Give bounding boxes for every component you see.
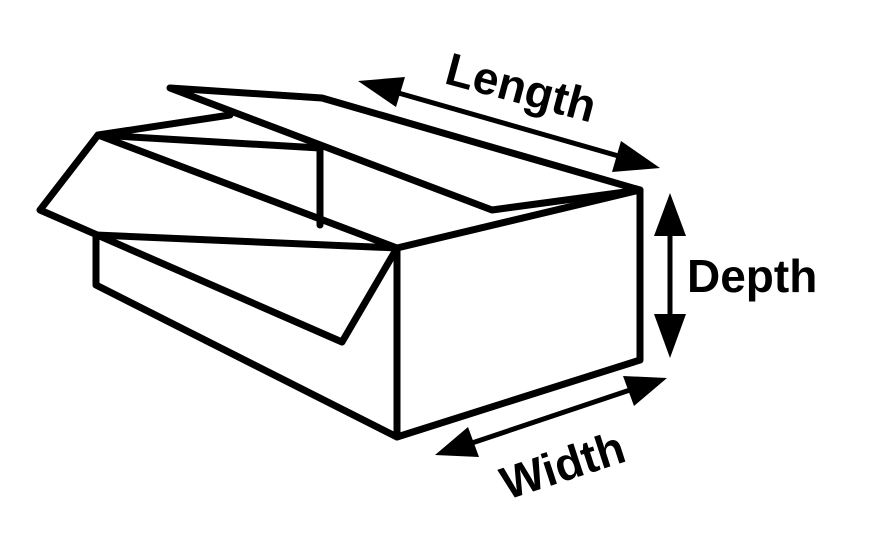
box-drawing — [36, 84, 644, 441]
width-label: Width — [494, 421, 631, 510]
width-arrow — [435, 376, 667, 457]
box-left-flap — [36, 131, 401, 346]
box-front-face — [393, 186, 644, 441]
depth-arrow — [654, 193, 686, 358]
depth-label: Depth — [687, 250, 817, 302]
box-right-flap — [166, 84, 644, 214]
box-left-side — [92, 231, 401, 441]
length-label: Length — [440, 42, 602, 132]
length-arrow — [358, 77, 660, 172]
